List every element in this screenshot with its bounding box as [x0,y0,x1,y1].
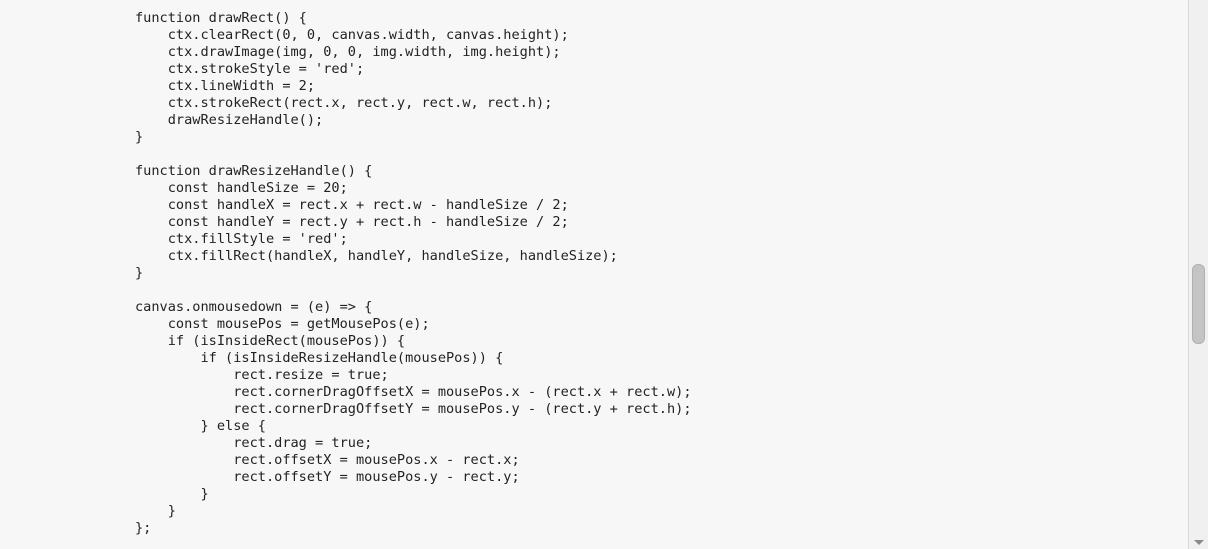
code-line: const handleY = rect.y + rect.h - handle… [135,214,569,230]
code-line: const mousePos = getMousePos(e); [135,316,430,332]
code-line: const handleSize = 20; [135,180,348,196]
code-line [135,282,692,299]
code-line: ctx.lineWidth = 2; [135,78,316,94]
code-line: ctx.strokeRect(rect.x, rect.y, rect.w, r… [135,95,553,111]
code-line: rect.cornerDragOffsetY = mousePos.y - (r… [135,401,692,417]
code-line: rect.cornerDragOffsetX = mousePos.x - (r… [135,384,692,400]
code-line: rect.drag = true; [135,435,373,451]
code-line: ctx.strokeStyle = 'red'; [135,61,365,77]
code-line: }; [135,520,152,536]
code-line: } [135,265,144,281]
code-line: } [135,129,144,145]
code-line: } [135,503,176,519]
scrollbar-thumb[interactable] [1192,264,1205,344]
code-line: function drawResizeHandle() { [135,163,373,179]
vertical-scrollbar[interactable] [1188,0,1208,549]
code-line: canvas.onmousedown = (e) => { [135,299,373,315]
code-line: const handleX = rect.x + rect.w - handle… [135,197,569,213]
code-line: drawResizeHandle(); [135,112,324,128]
code-line: } [135,486,209,502]
code-line: ctx.fillRect(handleX, handleY, handleSiz… [135,248,618,264]
code-line: ctx.drawImage(img, 0, 0, img.width, img.… [135,44,561,60]
code-line: ctx.fillStyle = 'red'; [135,231,348,247]
chevron-down-icon[interactable] [1194,540,1204,545]
code-line: } else { [135,418,266,434]
code-line: rect.offsetX = mousePos.x - rect.x; [135,452,520,468]
code-line: ctx.clearRect(0, 0, canvas.width, canvas… [135,27,569,43]
code-line: rect.offsetY = mousePos.y - rect.y; [135,469,520,485]
code-line: rect.resize = true; [135,367,389,383]
code-line [135,146,692,163]
source-code-block: function drawRect() { ctx.clearRect(0, 0… [135,10,692,537]
code-line: if (isInsideResizeHandle(mousePos)) { [135,350,504,366]
code-line: if (isInsideRect(mousePos)) { [135,333,406,349]
code-line: function drawRect() { [135,10,307,26]
